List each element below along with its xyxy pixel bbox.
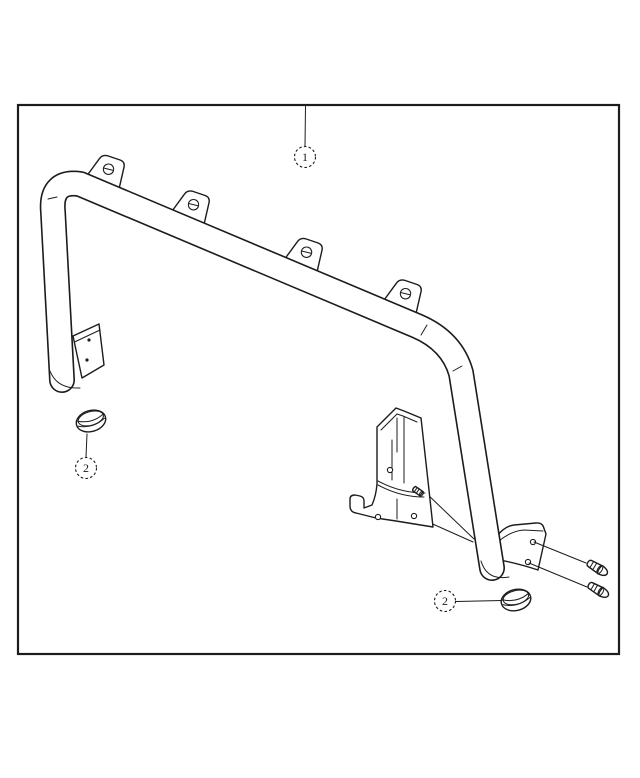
left-mounting-plate <box>72 323 105 379</box>
diagram-border <box>16 103 621 656</box>
tube-end-face <box>480 560 510 579</box>
callout-2-left-label: 2 <box>83 461 89 475</box>
mounting-screw <box>584 557 611 579</box>
callout-1[interactable]: 1 <box>293 106 317 169</box>
mounting-screw <box>585 579 612 601</box>
callout-2-left[interactable]: 2 <box>74 433 98 480</box>
callout-1-label: 1 <box>302 150 308 164</box>
tube-end-face <box>49 370 81 389</box>
callout-2-bottom[interactable]: 2 <box>433 589 503 613</box>
sport-bar-tube <box>39 170 510 581</box>
center-channel-bracket <box>349 407 434 528</box>
alignment-line <box>424 491 475 540</box>
alignment-line <box>533 541 587 564</box>
grommet-bottom <box>498 585 534 615</box>
alignment-line <box>528 562 588 588</box>
weld-mark <box>452 365 463 372</box>
weld-mark <box>420 324 428 336</box>
grommet-left <box>72 406 110 436</box>
stud-screw <box>411 485 425 497</box>
callout-2-bottom-label: 2 <box>442 594 448 608</box>
weld-mark <box>47 196 58 200</box>
